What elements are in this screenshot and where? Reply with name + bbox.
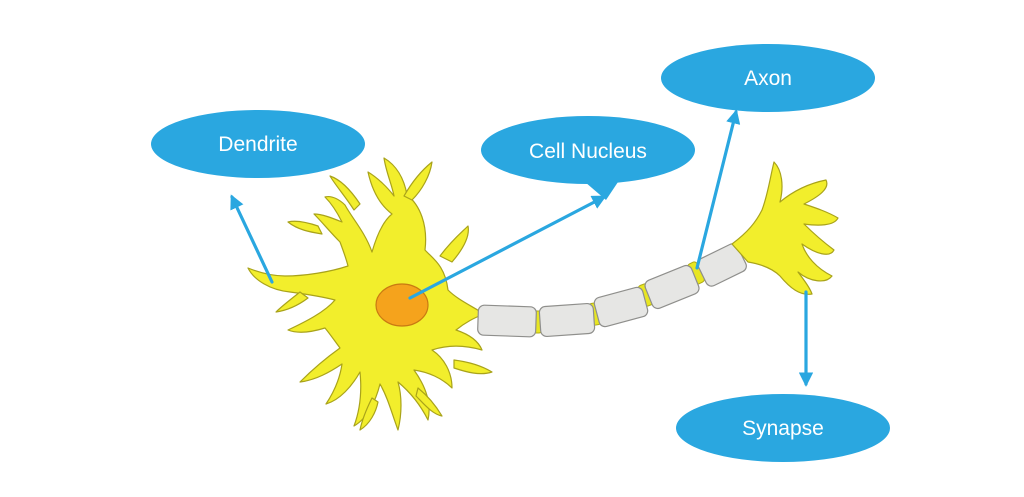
myelin-sheath-segment bbox=[477, 304, 537, 338]
label-dendrite: Dendrite bbox=[151, 110, 365, 178]
label-synapse: Synapse bbox=[676, 394, 890, 462]
label-cell-nucleus: Cell Nucleus bbox=[481, 116, 695, 200]
label-axon: Axon bbox=[661, 44, 875, 112]
axon bbox=[477, 243, 747, 338]
cell-body bbox=[247, 157, 493, 431]
axon-terminal bbox=[731, 161, 839, 295]
label-cell-nucleus-text: Cell Nucleus bbox=[529, 140, 647, 163]
axon-arrow bbox=[695, 109, 741, 270]
nucleus-pointer bbox=[408, 195, 607, 300]
label-synapse-text: Synapse bbox=[742, 417, 824, 440]
label-axon-text: Axon bbox=[744, 67, 792, 90]
myelin-sheath-segment bbox=[538, 302, 596, 338]
label-dendrite-text: Dendrite bbox=[218, 133, 297, 156]
myelin-sheath-segment bbox=[593, 286, 649, 328]
cell-nucleus bbox=[375, 283, 429, 327]
myelin-sheath-segment bbox=[644, 264, 700, 310]
dendrite-arrow bbox=[230, 194, 274, 284]
